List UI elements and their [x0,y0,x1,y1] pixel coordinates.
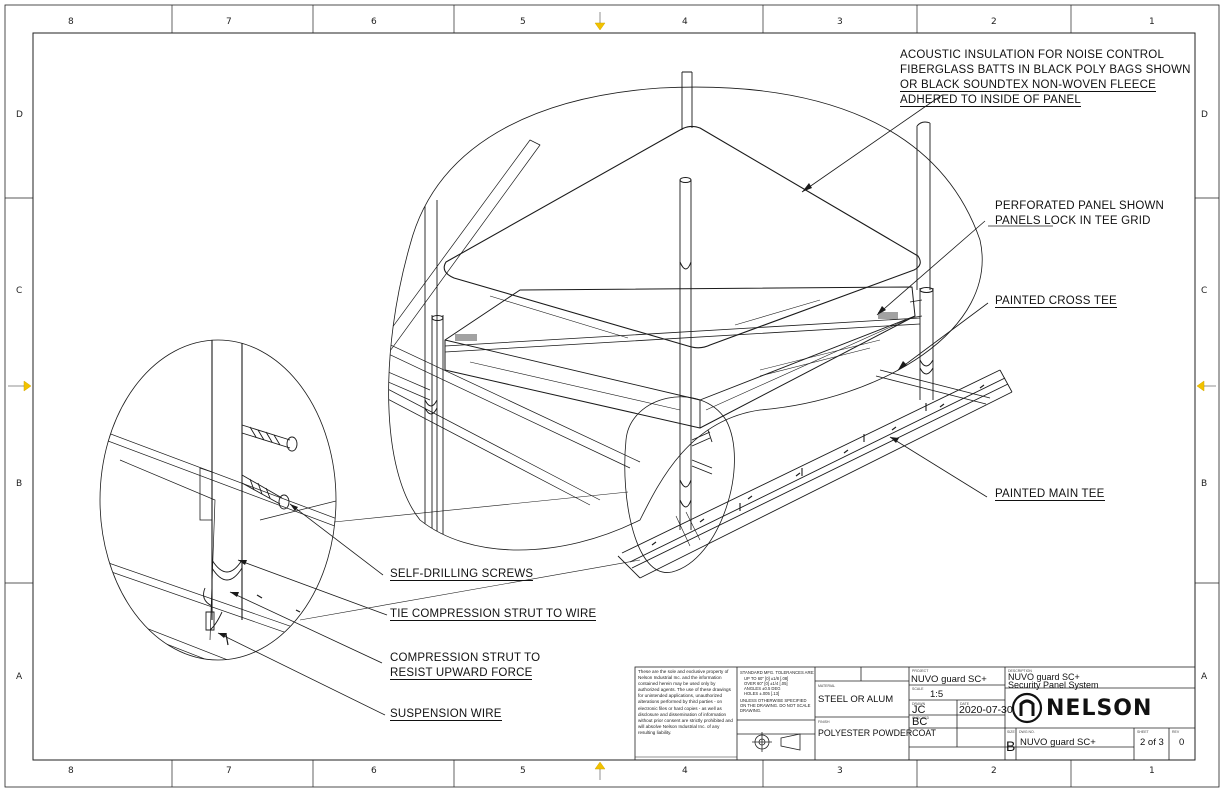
proprietary-notice: These are the sole and exclusive propert… [638,669,733,735]
tolerance-line-1: UP TO 60" [0] ±1/8 [.08] [744,676,789,681]
date-label: DATE [960,702,970,706]
large-view [388,71,1013,579]
callout-perforated-panel: PERFORATED PANEL SHOWN PANELS LOCK IN TE… [995,199,1164,229]
callout-acoustic-line-1: ACOUSTIC INSULATION FOR NOISE CONTROL [900,49,1165,61]
callout-acoustic-line-4: ADHERED TO INSIDE OF PANEL [900,93,1191,108]
zone-col-top-5: 5 [520,17,526,27]
callout-perforated-line-1: PERFORATED PANEL SHOWN [995,200,1165,212]
callout-perforated-line-2: PANELS LOCK IN TEE GRID [995,215,1151,227]
description-line-1: NUVO guard SC+ [1008,672,1080,682]
zone-col-top-1: 1 [1149,17,1155,27]
zone-col-bottom-4: 4 [682,766,688,776]
title-block-grid [634,666,1196,761]
scale-value: 1:5 [930,689,944,700]
callout-acoustic-line-3-text: OR BLACK SOUNDTEX NON-WOVEN FLEECE [900,79,1157,92]
size-value: B [1006,738,1016,754]
zone-col-bottom-1: 1 [1149,766,1155,776]
tolerance-line-2: OVER 60" [0] ±1/4 [.05] [744,681,788,686]
tolerance-note-text: UNLESS OTHERWISE SPECIFIED ON THE DRAWIN… [740,698,811,713]
callout-compression-line-1: COMPRESSION STRUT TO [390,652,541,664]
zone-col-bottom-2: 2 [991,766,997,776]
description-label: DESCRIPTION [1008,669,1032,673]
zone-col-bottom-6: 6 [371,766,377,776]
nelson-logo-icon [1011,692,1043,724]
zone-row-right-b: B [1201,479,1208,489]
callout-compression-line-2: RESIST UPWARD FORCE [390,666,540,681]
rev-value: 0 [1179,737,1185,748]
zone-row-right-d: D [1201,110,1208,120]
zone-col-top-6: 6 [371,17,377,27]
zone-col-top-7: 7 [226,17,232,27]
dwg-no-value: NUVO guard SC+ [1020,737,1096,748]
callout-acoustic-line-2: FIBERGLASS BATTS IN BLACK POLY BAGS SHOW… [900,64,1191,76]
dwg-no-label: DWG NO. [1019,730,1035,734]
zone-row-left-a: A [16,672,23,682]
checked-value: BC [912,716,928,728]
callout-tie-strut-text: TIE COMPRESSION STRUT TO WIRE [390,608,597,621]
zone-col-top-2: 2 [991,17,997,27]
tolerances-heading: STANDARD MFG. TOLERANCES ARE: [740,670,815,675]
zone-col-bottom-7: 7 [226,766,232,776]
leader-lines [217,94,1053,716]
finish-value: POLYESTER POWDERCOAT [818,728,936,738]
zone-row-left-b: B [16,479,23,489]
zone-row-left-c: C [16,286,23,296]
sheet-value: 2 of 3 [1140,737,1164,748]
callout-suspension-text: SUSPENSION WIRE [390,708,502,721]
description-line-2: Security Panel System [1008,680,1099,690]
tolerance-line-3: ANGLES ±0.5 DEG [744,686,781,691]
material-label: MATERIAL [818,684,836,688]
leader-arrowheads [218,183,907,638]
callout-main-tee: PAINTED MAIN TEE [995,487,1105,502]
material-value: STEEL OR ALUM [818,694,894,705]
zone-col-bottom-3: 3 [837,766,843,776]
callout-screws-text: SELF-DRILLING SCREWS [390,568,534,581]
zone-col-top-4: 4 [682,17,688,27]
date-value: 2020-07-30 [959,704,1013,716]
project-label: PROJECT [912,669,929,673]
checked-label: CHECKED [912,716,930,720]
callout-compression-strut: COMPRESSION STRUT TO RESIST UPWARD FORCE [390,651,540,681]
detail-view [99,339,641,661]
callout-cross-tee: PAINTED CROSS TEE [995,294,1117,309]
size-label: SIZE [1007,730,1015,734]
projection-symbol [752,732,801,752]
tolerance-note: UNLESS OTHERWISE SPECIFIED ON THE DRAWIN… [740,698,812,713]
drawn-label: DRAWN [912,702,926,706]
zone-row-right-c: C [1201,286,1208,296]
scale-label: SCALE [912,687,924,691]
rev-label: REV [1172,730,1180,734]
zone-row-left-d: D [16,110,23,120]
tolerance-line-4: HOLES ±.005 [.13] [744,691,780,696]
finish-label: FINISH [818,720,830,724]
zone-col-top-8: 8 [68,17,74,27]
callout-suspension-wire: SUSPENSION WIRE [390,707,502,722]
callout-acoustic-line-3: OR BLACK SOUNDTEX NON-WOVEN FLEECE [900,78,1191,93]
zone-col-bottom-8: 8 [68,766,74,776]
zone-col-top-3: 3 [837,17,843,27]
centering-markers [8,12,1216,780]
callout-tie-strut: TIE COMPRESSION STRUT TO WIRE [390,607,597,622]
callout-self-drilling-screws: SELF-DRILLING SCREWS [390,567,534,582]
nelson-logo-text: NELSON [1046,696,1153,721]
drawn-value: JC [912,704,926,716]
callout-compression-line-2-text: RESIST UPWARD FORCE [390,667,533,680]
sheet-label: SHEET [1137,730,1149,734]
sheet-border [4,4,1220,788]
zone-row-right-a: A [1201,672,1208,682]
project-value: NUVO guard SC+ [911,674,987,685]
callout-cross-tee-text: PAINTED CROSS TEE [995,295,1117,308]
callout-acoustic-insulation: ACOUSTIC INSULATION FOR NOISE CONTROL FI… [900,48,1191,108]
zone-col-bottom-5: 5 [520,766,526,776]
callout-main-tee-text: PAINTED MAIN TEE [995,488,1105,501]
callout-acoustic-line-4-text: ADHERED TO INSIDE OF PANEL [900,94,1081,107]
